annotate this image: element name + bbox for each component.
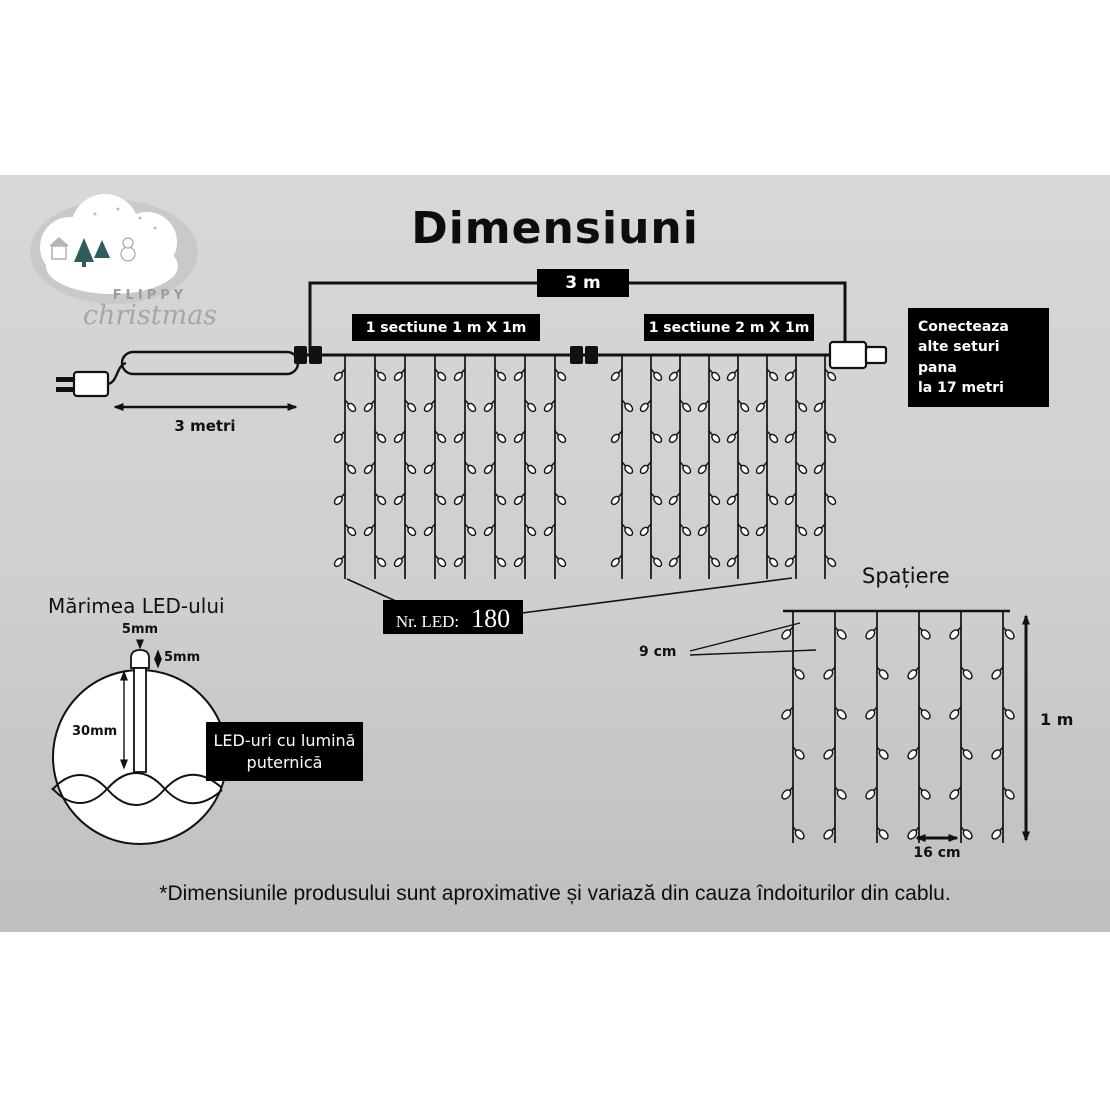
led-count-label: Nr. LED: [395,612,460,631]
horizontal-gap-label: 9 cm [639,644,677,660]
string-gap-label: 16 cm [913,845,961,861]
twisted-wire-icon [51,772,223,806]
section2-badge: 1 sectiune 2 m X 1m [644,314,814,341]
wire-connector-middle-icon [570,346,598,364]
cap-height-label: 5mm [164,650,201,665]
led-count-pointer-lines [346,577,793,614]
led-size-section-title: Mărimea LED-ului [48,594,225,618]
logo-brand-bottom: christmas [82,300,218,331]
page-title: Dimensiuni [411,203,699,254]
end-plug-icon [828,340,888,370]
connect-note-badge: Conecteaza alte seturi pana la 17 metri [908,308,1049,408]
curtain-section-right [610,356,837,579]
spacing-section-title: Spațiere [862,564,950,588]
total-length-bracket [308,281,847,355]
gap-pointer-lines [689,622,817,656]
led-count-badge: Nr. LED: 180 [383,600,523,634]
section1-badge: 1 sectiune 1 m X 1m [352,314,540,341]
logo-cloud-icon [30,194,198,304]
led-count-value: 180 [471,604,511,633]
lead-cable [56,350,300,398]
led-callout-badge: LED-uri cu lumină puternică [206,722,363,782]
led-bulb-diagram [120,639,162,773]
lead-length-label: 3 metri [174,417,236,435]
footnote-text: *Dimensiunile produsului sunt aproximati… [159,882,951,905]
logo-brand-top: FLIPPY [112,288,188,303]
cap-width-label: 5mm [121,622,159,637]
total-length-badge: 3 m [537,269,629,297]
power-plug-icon [72,370,110,398]
body-length-label: 30mm [72,724,118,739]
vertical-length-label: 1 m [1040,710,1074,729]
spacing-curtain [781,611,1015,843]
curtain-section-left [333,356,567,579]
